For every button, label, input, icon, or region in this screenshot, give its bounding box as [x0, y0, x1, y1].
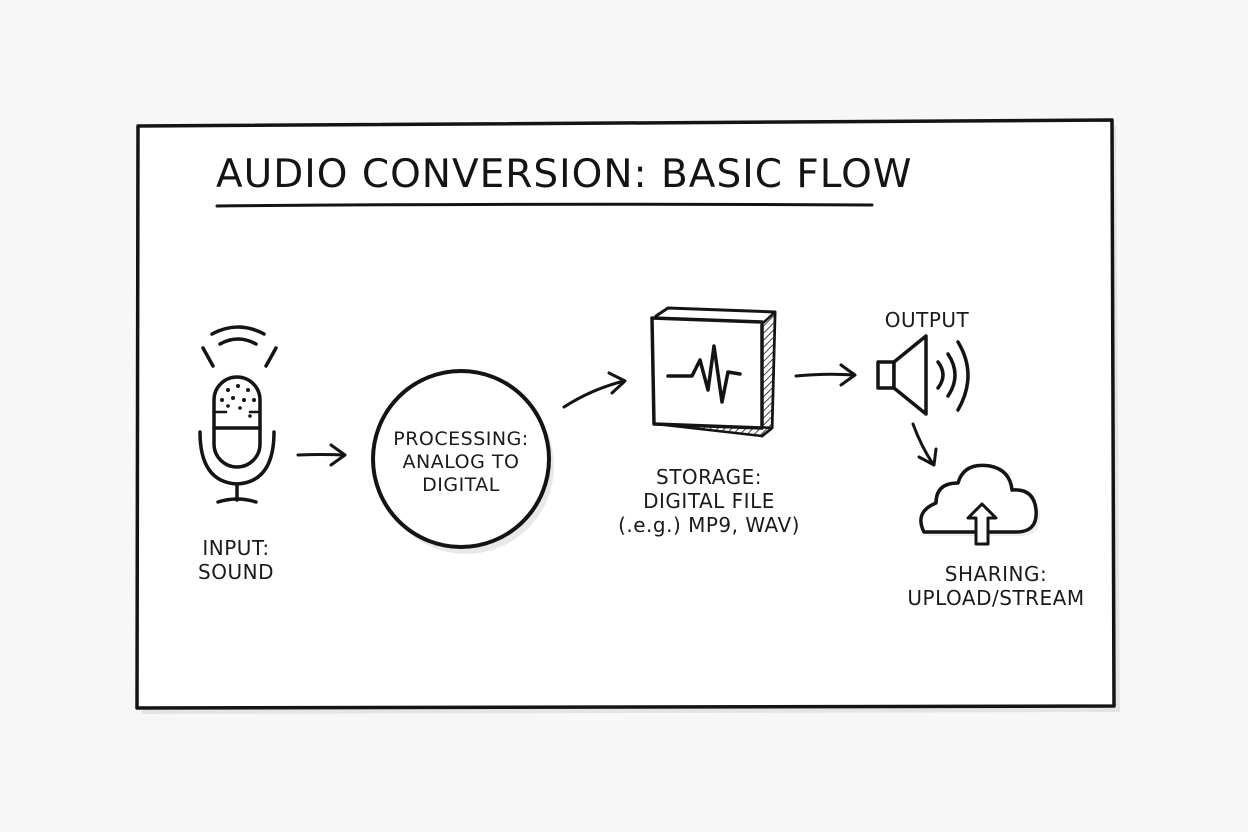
label-storage-line: DIGITAL FILE	[643, 489, 775, 513]
label-processing-line: PROCESSING:	[393, 428, 529, 450]
processing-circle	[371, 369, 551, 549]
label-sharing: SHARING: UPLOAD/STREAM	[898, 562, 1094, 610]
label-input-line: INPUT:	[202, 536, 270, 560]
label-storage: STORAGE: DIGITAL FILE (.e.g.) MP9, WAV)	[604, 465, 814, 537]
microphone-icon	[198, 325, 278, 504]
label-storage-line: (.e.g.) MP9, WAV)	[618, 513, 800, 537]
title-underline	[215, 202, 874, 208]
label-processing-line: DIGITAL	[422, 473, 500, 496]
label-sharing-line: SHARING:	[944, 562, 1048, 586]
arrow-output-to-sharing	[911, 422, 938, 467]
label-output-line: OUTPUT	[884, 308, 970, 332]
diagram-title: AUDIO CONVERSION: BASIC FLOW	[216, 152, 913, 197]
waveform-box-icon	[650, 306, 777, 438]
diagram-frame	[135, 118, 1116, 710]
label-processing: PROCESSING: ANALOG TO DIGITAL	[371, 428, 551, 496]
label-storage-line: STORAGE:	[656, 465, 762, 489]
label-processing-line: ANALOG TO	[402, 450, 520, 473]
speaker-icon	[876, 334, 970, 416]
arrow-storage-to-output	[794, 363, 857, 387]
arrow-processing-to-storage	[562, 371, 627, 409]
label-sharing-line: UPLOAD/STREAM	[907, 586, 1085, 610]
microphone-grille-dots	[220, 384, 256, 418]
label-output: OUTPUT	[872, 308, 982, 332]
label-input-line: SOUND	[198, 560, 274, 584]
cloud-upload-icon	[919, 463, 1041, 546]
arrow-input-to-processing	[296, 443, 347, 467]
label-input: INPUT: SOUND	[186, 536, 286, 584]
